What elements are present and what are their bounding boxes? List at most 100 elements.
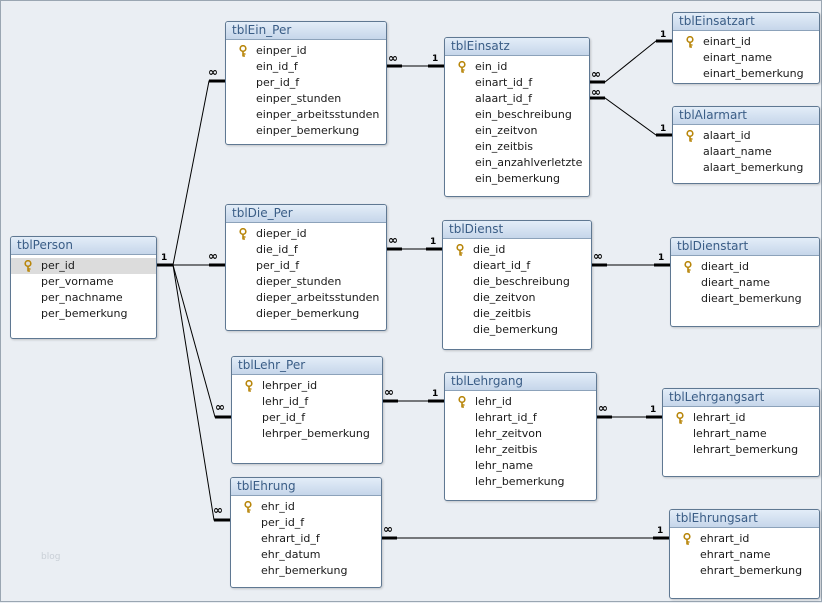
table-title[interactable]: tblDienstart bbox=[671, 238, 819, 256]
table-title[interactable]: tblLehrgangsart bbox=[663, 389, 819, 407]
field-row[interactable]: dieart_bemerkung bbox=[671, 291, 819, 307]
field-row[interactable]: dieper_arbeitsstunden bbox=[226, 290, 386, 306]
field-row[interactable]: ein_zeitvon bbox=[445, 123, 589, 139]
field-row[interactable]: per_id_f bbox=[226, 75, 386, 91]
field-name: ein_id_f bbox=[256, 60, 298, 73]
field-row[interactable]: lehrper_bemerkung bbox=[232, 426, 382, 442]
field-row[interactable]: per_id bbox=[11, 258, 156, 274]
table-title[interactable]: tblAlarmart bbox=[673, 107, 819, 125]
field-row[interactable]: einart_id_f bbox=[445, 75, 589, 91]
field-row[interactable]: ehr_id bbox=[231, 499, 381, 515]
field-row[interactable]: ehr_datum bbox=[231, 547, 381, 563]
field-row[interactable]: per_nachname bbox=[11, 290, 156, 306]
field-row[interactable]: einper_id bbox=[226, 43, 386, 59]
table-title[interactable]: tblEinsatzart bbox=[673, 13, 819, 31]
table-title[interactable]: tblLehrgang bbox=[445, 373, 596, 391]
field-row[interactable]: die_id bbox=[443, 242, 591, 258]
field-row[interactable]: ein_id bbox=[445, 59, 589, 75]
field-row[interactable]: ehrart_id_f bbox=[231, 531, 381, 547]
field-row[interactable]: lehr_id bbox=[445, 394, 596, 410]
field-row[interactable]: ein_anzahlverletzte bbox=[445, 155, 589, 171]
field-row[interactable]: per_id_f bbox=[231, 515, 381, 531]
field-row[interactable]: ehrart_name bbox=[670, 547, 819, 563]
field-row[interactable]: die_zeitvon bbox=[443, 290, 591, 306]
primary-key-icon bbox=[685, 129, 695, 142]
field-row[interactable]: per_bemerkung bbox=[11, 306, 156, 322]
field-row[interactable]: per_vorname bbox=[11, 274, 156, 290]
field-row[interactable]: lehr_zeitvon bbox=[445, 426, 596, 442]
field-row[interactable]: dieart_id_f bbox=[443, 258, 591, 274]
field-row[interactable]: alaart_name bbox=[673, 144, 819, 160]
field-name: ehrart_id bbox=[700, 532, 750, 545]
field-row[interactable]: die_beschreibung bbox=[443, 274, 591, 290]
field-row[interactable]: lehrper_id bbox=[232, 378, 382, 394]
field-row[interactable]: ein_beschreibung bbox=[445, 107, 589, 123]
field-row[interactable]: die_zeitbis bbox=[443, 306, 591, 322]
field-row[interactable]: per_id_f bbox=[226, 258, 386, 274]
field-name: ein_id bbox=[475, 60, 508, 73]
field-row[interactable]: einper_arbeitsstunden bbox=[226, 107, 386, 123]
field-row[interactable]: lehr_bemerkung bbox=[445, 474, 596, 490]
field-row[interactable]: lehr_id_f bbox=[232, 394, 382, 410]
field-row[interactable]: ehrart_bemerkung bbox=[670, 563, 819, 579]
table-title[interactable]: tblEhrung bbox=[231, 478, 381, 496]
field-row[interactable]: lehrart_bemerkung bbox=[663, 442, 819, 458]
field-name: die_id_f bbox=[256, 243, 298, 256]
field-row[interactable]: dieart_id bbox=[671, 259, 819, 275]
table-title[interactable]: tblEhrungsart bbox=[670, 510, 819, 528]
table-title[interactable]: tblDienst bbox=[443, 221, 591, 239]
cardinality-one: 1 bbox=[657, 526, 664, 536]
field-row[interactable]: lehrart_name bbox=[663, 426, 819, 442]
table-title[interactable]: tblEin_Per bbox=[226, 22, 386, 40]
field-row[interactable]: einart_name bbox=[673, 50, 819, 66]
field-row[interactable]: per_id_f bbox=[232, 410, 382, 426]
field-row[interactable]: ehrart_id bbox=[670, 531, 819, 547]
field-row[interactable]: einart_id bbox=[673, 34, 819, 50]
field-row[interactable]: lehr_name bbox=[445, 458, 596, 474]
table-title[interactable]: tblPerson bbox=[11, 237, 156, 255]
field-row[interactable]: lehrart_id_f bbox=[445, 410, 596, 426]
field-row[interactable]: ein_zeitbis bbox=[445, 139, 589, 155]
table-title[interactable]: tblEinsatz bbox=[445, 38, 589, 56]
watermark-text: blog bbox=[41, 552, 61, 562]
field-name: einper_id bbox=[256, 44, 307, 57]
field-name: per_id_f bbox=[261, 516, 305, 529]
field-row[interactable]: ein_bemerkung bbox=[445, 171, 589, 187]
field-row[interactable]: dieper_stunden bbox=[226, 274, 386, 290]
field-row[interactable]: alaart_bemerkung bbox=[673, 160, 819, 176]
field-row[interactable]: dieart_name bbox=[671, 275, 819, 291]
field-row[interactable]: dieper_bemerkung bbox=[226, 306, 386, 322]
cardinality-one: 1 bbox=[432, 54, 439, 64]
table-title[interactable]: tblLehr_Per bbox=[232, 357, 382, 375]
table-title[interactable]: tblDie_Per bbox=[226, 205, 386, 223]
field-row[interactable]: einper_stunden bbox=[226, 91, 386, 107]
field-row[interactable]: dieper_id bbox=[226, 226, 386, 242]
field-row[interactable]: ein_id_f bbox=[226, 59, 386, 75]
field-row[interactable]: einart_bemerkung bbox=[673, 66, 819, 82]
field-row[interactable]: einper_bemerkung bbox=[226, 123, 386, 139]
field-row[interactable]: die_bemerkung bbox=[443, 322, 591, 338]
field-row[interactable]: alaart_id_f bbox=[445, 91, 589, 107]
field-row[interactable]: ehr_bemerkung bbox=[231, 563, 381, 579]
field-row[interactable]: lehrart_id bbox=[663, 410, 819, 426]
field-row[interactable]: alaart_id bbox=[673, 128, 819, 144]
field-row[interactable]: die_id_f bbox=[226, 242, 386, 258]
primary-key-icon bbox=[455, 243, 465, 256]
field-row[interactable]: lehr_zeitbis bbox=[445, 442, 596, 458]
cardinality-many: ∞ bbox=[598, 401, 608, 415]
